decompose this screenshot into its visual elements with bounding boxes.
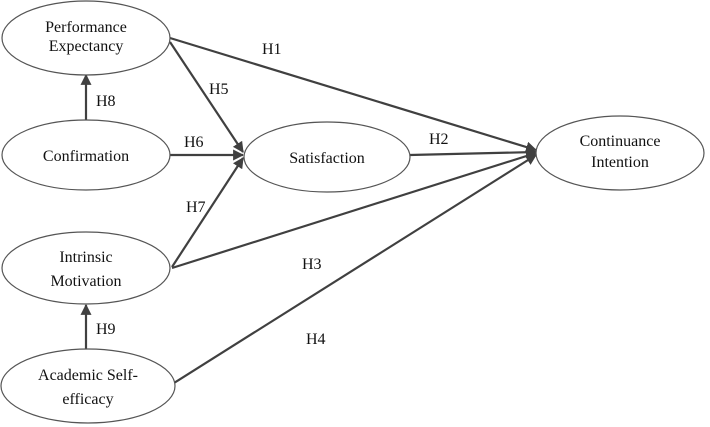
- edge-h7: [171, 157, 244, 268]
- label-h8: H8: [96, 93, 116, 110]
- node-performance-expectancy: Performance Expectancy: [1, 0, 171, 76]
- label-h2: H2: [429, 131, 449, 148]
- node-confirmation-label: Confirmation: [43, 148, 129, 165]
- node-intrinsic-motivation: Intrinsic Motivation: [1, 231, 171, 305]
- node-satisfaction-label: Satisfaction: [289, 150, 365, 167]
- label-h9: H9: [96, 321, 116, 338]
- node-continuance-intention-line-2: Intention: [591, 154, 649, 171]
- label-h3: H3: [302, 256, 322, 273]
- label-h4: H4: [306, 331, 326, 348]
- node-satisfaction: Satisfaction: [243, 121, 411, 193]
- node-intrinsic-motivation-line-2: Motivation: [50, 273, 121, 290]
- edge-h1: [169, 36, 538, 153]
- edge-h3: [171, 150, 538, 270]
- node-intrinsic-motivation-line-1: Intrinsic: [59, 249, 112, 266]
- label-h7: H7: [186, 199, 206, 216]
- node-performance-expectancy-line-1: Performance: [45, 19, 127, 36]
- node-continuance-intention: Continuance Intention: [535, 115, 705, 191]
- node-academic-self-efficacy: Academic Self- efficacy: [0, 348, 176, 424]
- edge-h4: [173, 154, 537, 384]
- label-h5: H5: [209, 81, 229, 98]
- node-confirmation: Confirmation: [1, 119, 171, 191]
- edge-h5: [169, 41, 244, 153]
- node-academic-self-efficacy-line-1: Academic Self-: [38, 367, 138, 384]
- label-h6: H6: [184, 134, 204, 151]
- node-continuance-intention-line-1: Continuance: [580, 133, 661, 150]
- node-performance-expectancy-line-2: Expectancy: [49, 38, 124, 55]
- node-academic-self-efficacy-line-2: efficacy: [62, 391, 113, 408]
- edge-h2: [409, 146, 538, 158]
- label-h1: H1: [262, 41, 282, 58]
